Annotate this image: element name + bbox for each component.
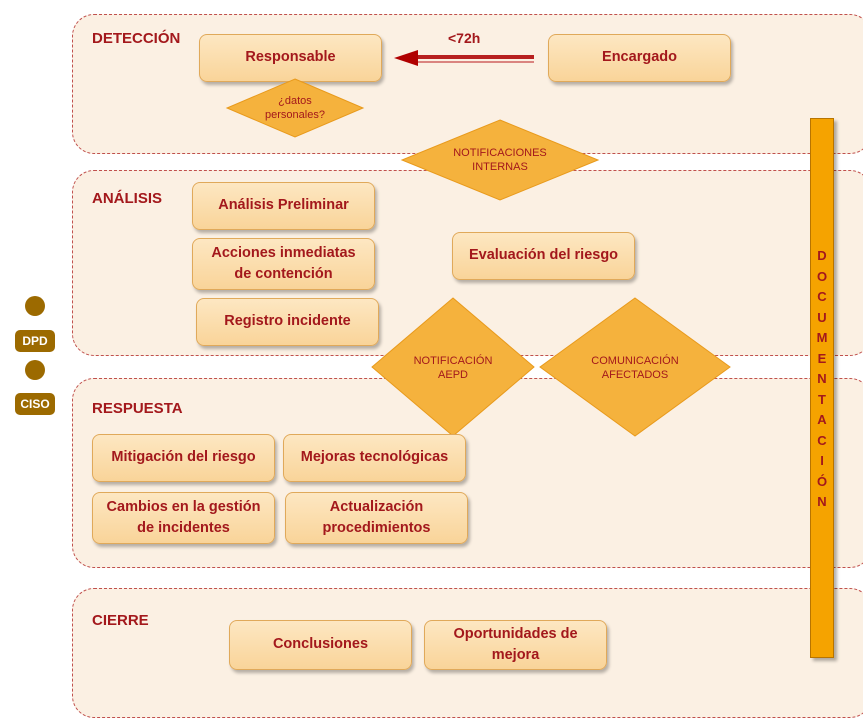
box-conclusiones: Conclusiones xyxy=(229,620,412,670)
box-responsable: Responsable xyxy=(199,34,382,82)
documentacion-letter: U xyxy=(817,309,827,325)
documentacion-letter: N xyxy=(817,494,827,509)
diamond-text-comunicacion-afectados: COMUNICACIÓN AFECTADOS xyxy=(591,354,679,381)
section-label-respuesta: RESPUESTA xyxy=(92,400,183,417)
box-evaluacion-riesgo: Evaluación del riesgo xyxy=(452,232,635,280)
documentacion-letter: E xyxy=(817,350,827,366)
box-mitigacion-riesgo: Mitigación del riesgo xyxy=(92,434,275,482)
section-label-analisis: ANÁLISIS xyxy=(92,190,163,207)
diamond-datos-personales xyxy=(225,78,365,138)
arrow-label-72h: <72h xyxy=(448,30,481,46)
diamond-comunicacion-afectados xyxy=(539,297,731,437)
documentacion-letter: M xyxy=(816,330,828,345)
dpd-person-icon xyxy=(25,296,45,316)
box-registro-incidente: Registro incidente xyxy=(196,298,379,346)
documentacion-bar xyxy=(810,118,834,658)
role-ciso: CISO xyxy=(15,393,55,415)
section-label-cierre: CIERRE xyxy=(92,612,149,629)
box-analisis-preliminar: Análisis Preliminar xyxy=(192,182,375,230)
documentacion-letter: A xyxy=(817,412,827,427)
diamond-text-notificacion-aepd: NOTIFICACIÓN AEPD xyxy=(413,354,493,381)
role-dpd: DPD xyxy=(15,330,55,352)
documentacion-letter: D xyxy=(817,248,827,263)
diamond-notificaciones-internas xyxy=(400,119,600,201)
arrow-encargado-to-responsable xyxy=(394,50,534,66)
documentacion-letter: C xyxy=(817,289,827,304)
ciso-person-icon xyxy=(25,360,45,380)
box-cambios-gestion: Cambios en la gestión de incidentes xyxy=(92,492,275,544)
documentacion-letter: C xyxy=(817,432,827,448)
documentacion-letter: N xyxy=(817,371,827,386)
documentacion-letter: T xyxy=(818,391,826,407)
documentacion-letter: O xyxy=(816,268,828,284)
diamond-text-datos-personales: ¿datos personales? xyxy=(265,94,325,121)
diamond-text-notificaciones-internas: NOTIFICACIONES INTERNAS xyxy=(453,146,547,173)
box-actualizacion-procedimientos: Actualización procedimientos xyxy=(285,492,468,544)
documentacion-letter: Ó xyxy=(816,473,828,489)
box-acciones-inmediatas: Acciones inmediatas de contención xyxy=(192,238,375,290)
box-encargado: Encargado xyxy=(548,34,731,82)
section-label-deteccion: DETECCIÓN xyxy=(92,30,181,47)
documentacion-letter: I xyxy=(820,453,824,468)
box-mejoras-tecnologicas: Mejoras tecnológicas xyxy=(283,434,466,482)
box-oportunidades-mejora: Oportunidades de mejora xyxy=(424,620,607,670)
